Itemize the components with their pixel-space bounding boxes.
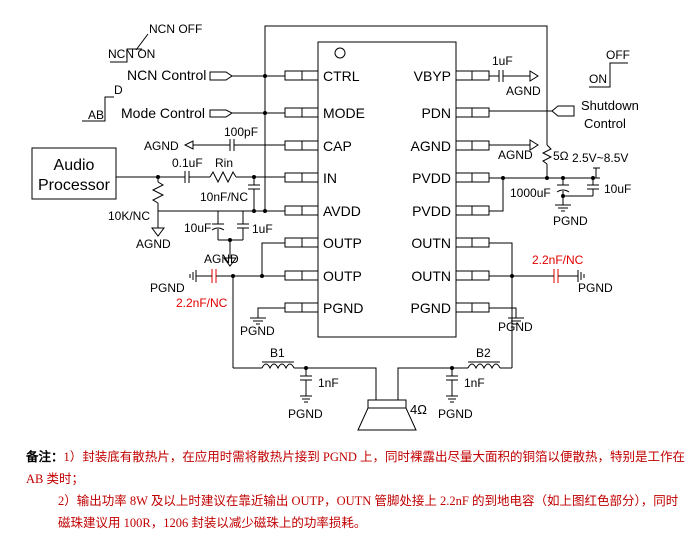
- pgnd-left-wire: [257, 307, 285, 318]
- junction-dots: [156, 74, 595, 370]
- mode-port-connector: [209, 109, 233, 118]
- pin-agnd: AGND: [411, 138, 451, 154]
- pin-avdd: AVDD: [323, 203, 361, 219]
- pin-outn-1: OUTN: [411, 235, 451, 251]
- label-5ohm: 5Ω: [553, 149, 569, 163]
- pin-ctrl: CTRL: [323, 68, 360, 84]
- label-1uf-left: 1uF: [252, 222, 273, 236]
- notes-block: 备注：1）封装底有散热片，在应用时需将散热片接到 PGND 上，同时裸露出尽量大…: [26, 446, 686, 534]
- label-mode-control: Mode Control: [121, 105, 205, 121]
- label-10k: 10K/NC: [108, 209, 150, 223]
- outn-tie: [489, 242, 513, 276]
- label-speaker: 4Ω: [410, 402, 427, 417]
- label-ncn-control: NCN Control: [127, 67, 206, 83]
- speaker-magnet: [367, 399, 407, 409]
- label-ncn-off: NCN OFF: [149, 22, 202, 36]
- label-off: OFF: [606, 48, 630, 62]
- label-pgnd-right: PGND: [578, 281, 613, 295]
- agnd-avdd-symbol: [223, 257, 237, 267]
- pin-pgnd-right: PGND: [411, 300, 451, 316]
- b1-bead: [261, 363, 295, 370]
- label-d: D: [114, 83, 123, 97]
- label-b1: B1: [270, 346, 285, 360]
- b2-bead: [467, 363, 501, 370]
- r5-resistor: [541, 144, 553, 165]
- label-10uf-right: 10uF: [604, 182, 631, 196]
- pin-outn-2: OUTN: [411, 268, 451, 284]
- label-audio-line1: Audio: [54, 157, 95, 174]
- label-ncn-on: NCN ON: [108, 47, 155, 61]
- label-10uf-left: 10uF: [184, 221, 211, 235]
- pin-in: IN: [323, 170, 337, 186]
- label-01uf: 0.1uF: [172, 156, 203, 170]
- label-agnd-cap: AGND: [144, 139, 179, 153]
- pin1-marker: [334, 47, 346, 59]
- shutdown-waveform: [589, 62, 628, 88]
- ncn-switch-waveform: [110, 48, 142, 63]
- label-1nf-left: 1nF: [318, 376, 339, 390]
- pin-pgnd-left: PGND: [323, 300, 363, 316]
- rin-resistor: [209, 170, 237, 184]
- label-agnd-avdd: AGND: [204, 252, 239, 266]
- label-shutdown-line1: Shutdown: [581, 98, 639, 113]
- label-pgnd-b1: PGND: [288, 407, 323, 421]
- label-100pf: 100pF: [224, 125, 258, 139]
- pdn-port-connector: [551, 105, 575, 117]
- spk-left-wire: [294, 367, 377, 400]
- label-agnd-vbyp: AGND: [506, 84, 541, 98]
- agnd-in-symbol: [151, 227, 165, 237]
- note-2: 2）输出功率 8W 及以上时建议在靠近输出 OUTP，OUTN 管脚处接上 2.…: [58, 494, 679, 530]
- pin-pvdd-1: PVDD: [412, 170, 451, 186]
- label-agnd-in: AGND: [136, 237, 171, 251]
- mode-waveform: [82, 96, 114, 122]
- label-shutdown-line2: Control: [584, 116, 626, 131]
- label-1uf-vbyp: 1uF: [492, 54, 513, 68]
- pin-cap: CAP: [323, 138, 352, 154]
- label-1nf-right: 1nF: [464, 376, 485, 390]
- notes-label: 备注：: [26, 450, 64, 464]
- pgnd-right-wire: [489, 307, 517, 318]
- audio-processor-box: [31, 147, 117, 200]
- label-pgnd-left: PGND: [150, 281, 185, 295]
- pin-outp-1: OUTP: [323, 235, 362, 251]
- label-on: ON: [589, 72, 607, 86]
- label-ab: AB: [88, 108, 104, 122]
- agnd-vbyp-symbol: [529, 70, 539, 82]
- agnd-right-symbol: [529, 139, 539, 151]
- label-pgnd-pvdd: PGND: [553, 214, 588, 228]
- pin-outp-2: OUTP: [323, 268, 362, 284]
- label-22nf-right: 2.2nF/NC: [532, 253, 584, 267]
- pin-pdn: PDN: [421, 105, 451, 121]
- ncn-switch-arrow: [135, 33, 149, 51]
- label-10nf: 10nF/NC: [200, 190, 248, 204]
- label-22nf-left: 2.2nF/NC: [176, 296, 228, 310]
- agnd-cap-symbol: [183, 140, 194, 150]
- label-audio-line2: Processor: [38, 177, 111, 194]
- label-pgnd-pin-right: PGND: [498, 320, 533, 334]
- right-pin-boxes: [455, 70, 490, 313]
- pvdd-tie: [489, 178, 504, 212]
- label-rin: Rin: [215, 156, 233, 170]
- outp-tie: [261, 242, 285, 276]
- pin-mode: MODE: [323, 105, 365, 121]
- note-1-text: 1）封装底有散热片，在应用时需将散热片接到 PGND 上，同时裸露出尽量大面积的…: [26, 450, 686, 486]
- label-agnd-right: AGND: [498, 148, 533, 162]
- pin-vbyp: VBYP: [414, 68, 451, 84]
- chip-body: [317, 41, 457, 338]
- ctrl-port-connector: [209, 71, 233, 81]
- pin-pvdd-2: PVDD: [412, 203, 451, 219]
- note-1: 备注：1）封装底有散热片，在应用时需将散热片接到 PGND 上，同时裸露出尽量大…: [26, 446, 686, 490]
- avdd-pvdd-loop: [264, 25, 548, 211]
- label-1000uf: 1000uF: [510, 186, 551, 200]
- speaker-cone: [357, 407, 417, 431]
- schematic: CTRL MODE CAP IN AVDD OUTP OUTP PGND VBY…: [31, 22, 639, 431]
- label-pgnd-pin: PGND: [240, 324, 275, 338]
- spk-right-wire: [397, 367, 468, 400]
- label-pgnd-b2: PGND: [438, 407, 473, 421]
- r10k-resistor: [151, 181, 165, 204]
- left-pin-boxes: [284, 70, 319, 313]
- label-supply: 2.5V~8.5V: [572, 151, 628, 165]
- label-b2: B2: [476, 346, 491, 360]
